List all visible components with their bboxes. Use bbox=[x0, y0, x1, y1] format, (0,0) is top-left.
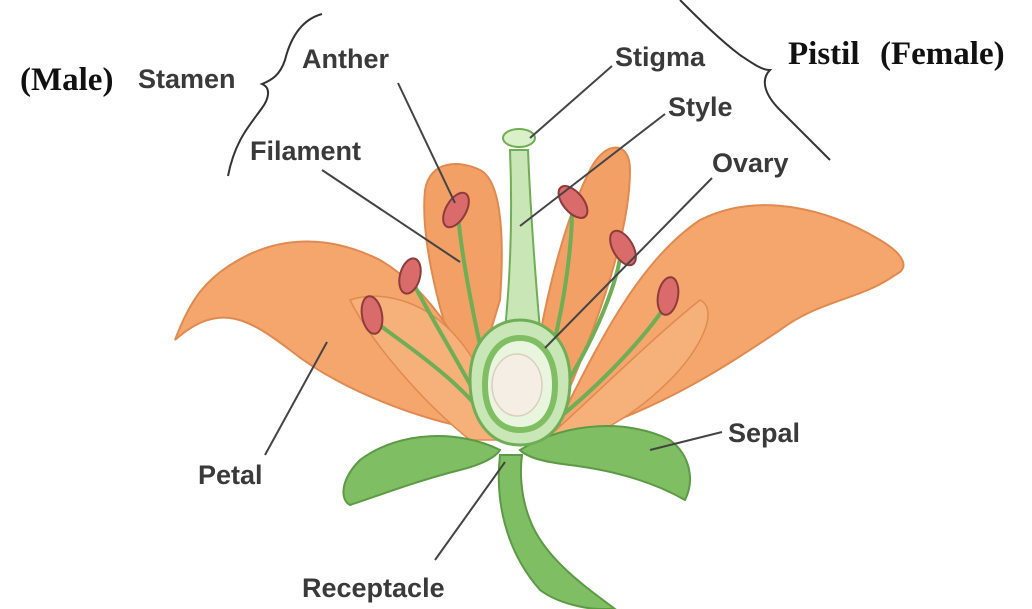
pistil-bracket bbox=[680, 0, 830, 160]
stamen-label: Stamen bbox=[138, 66, 236, 93]
receptacle-label: Receptacle bbox=[302, 575, 445, 602]
stem bbox=[499, 455, 615, 609]
style-label: Style bbox=[668, 94, 733, 121]
pistil-label: Pistil bbox=[788, 38, 860, 71]
stigma-label: Stigma bbox=[615, 44, 705, 71]
filament-label: Filament bbox=[250, 138, 361, 165]
female-label: (Female) bbox=[880, 38, 1005, 71]
leader-stigma bbox=[530, 66, 612, 138]
leader-receptacle bbox=[435, 462, 505, 560]
ovary-label: Ovary bbox=[712, 150, 789, 177]
style bbox=[505, 150, 540, 330]
anther-label: Anther bbox=[302, 46, 389, 73]
sepal-label: Sepal bbox=[728, 420, 800, 447]
sepal-left bbox=[343, 436, 500, 505]
male-label: (Male) bbox=[20, 64, 113, 97]
ovule bbox=[492, 354, 542, 416]
leader-petal bbox=[265, 342, 327, 455]
petal-label: Petal bbox=[198, 462, 263, 489]
